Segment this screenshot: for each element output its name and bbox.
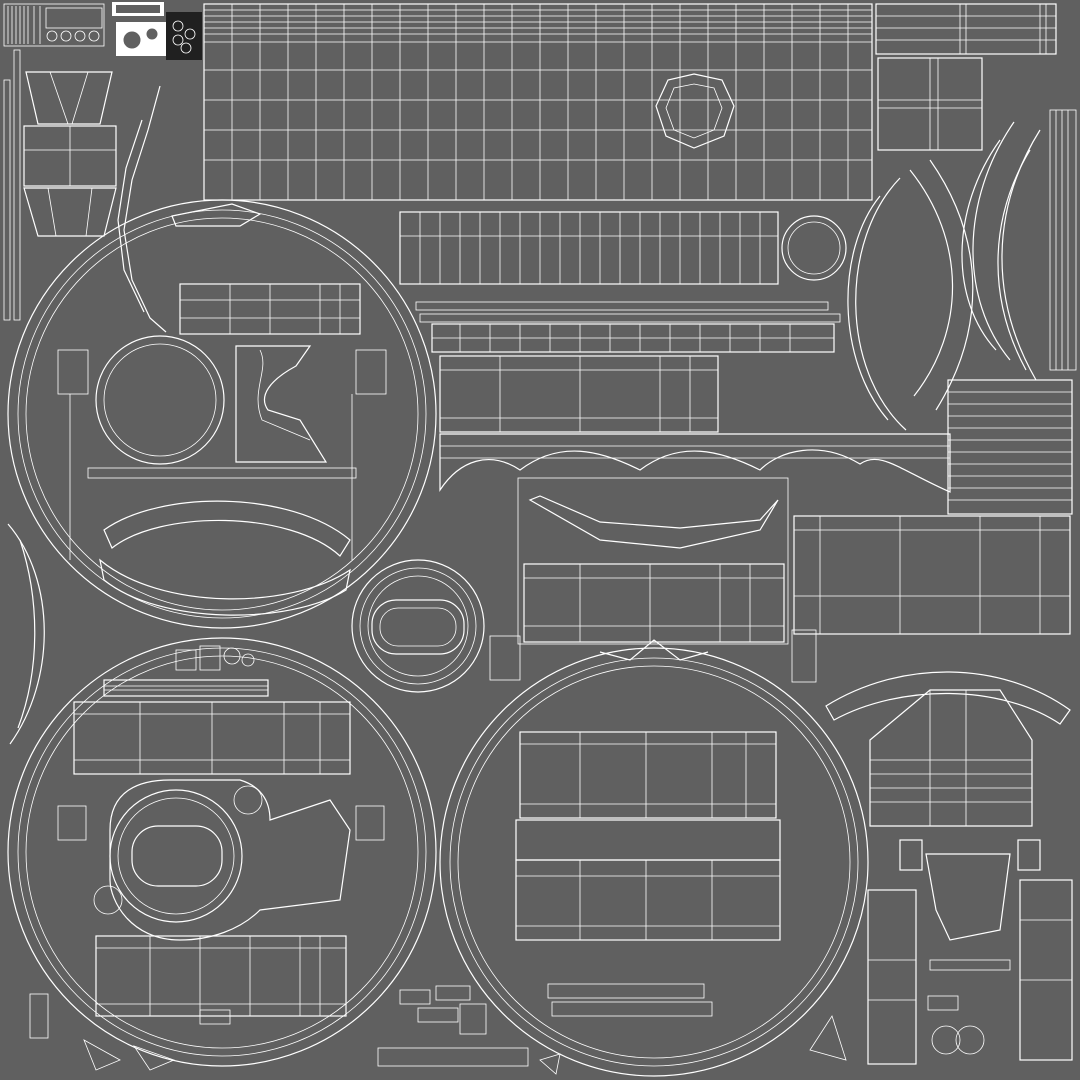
- uv-island-cylinder-bottom-left: [7, 637, 437, 1067]
- uv-island-grid-top: [203, 3, 873, 201]
- uv-island-left-crescent: [7, 523, 45, 745]
- uv-island-middle-panels: [489, 477, 1071, 683]
- uv-island-curved-arm: [117, 85, 167, 333]
- uv-island-top-right-boxes: [875, 3, 1077, 371]
- uv-island-icon-cluster-top-left: [3, 2, 202, 60]
- uv-island-bottom-right: [825, 671, 1073, 1065]
- uv-island-bottom-triangles: [83, 1015, 847, 1075]
- uv-island-crescents-right: [847, 121, 1041, 431]
- uv-island-strips-center: [399, 211, 1073, 515]
- uv-island-ring-small-center: [351, 559, 485, 693]
- uv-island-cylinder-large-left: [7, 199, 437, 629]
- uv-island-tapered-column: [23, 71, 117, 237]
- uv-island-cylinder-bottom-center: [439, 639, 869, 1077]
- uv-island-left-strips: [3, 49, 21, 321]
- uv-island-bottom-small-pieces: [199, 985, 529, 1067]
